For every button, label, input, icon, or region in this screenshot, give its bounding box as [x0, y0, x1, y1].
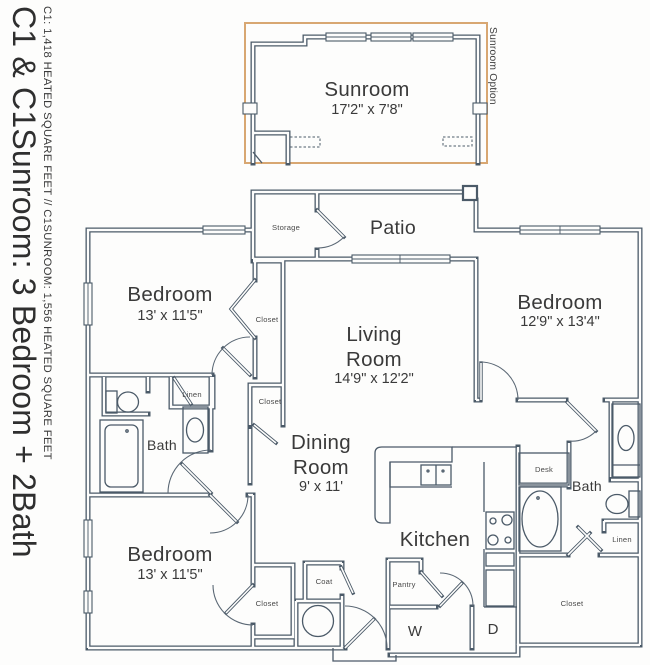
closet-hall-upper-label: Closet: [256, 315, 279, 324]
kitchen-cabinet: [485, 552, 515, 567]
desk-fixture: [518, 452, 570, 486]
water-heater-fixture: [301, 604, 335, 638]
closet-bedroom3-label: Closet: [256, 599, 279, 608]
door-arcs: [167, 236, 597, 649]
dining-room-label-line2: Room: [293, 456, 349, 479]
plan-title: C1 & C1Sunroom: 3 Bedroom + 2Bath: [6, 6, 42, 558]
patio-column: [461, 184, 479, 202]
sink-right-fixture: [611, 403, 641, 478]
closet-bedroom2-label: Closet: [561, 599, 584, 608]
fixtures: [99, 136, 641, 662]
sunroom-option-label: Sunroom Option: [487, 27, 498, 105]
pantry-label: Pantry: [392, 580, 415, 589]
coat-label: Coat: [316, 577, 334, 586]
kitchen-counter-lines: [389, 446, 517, 608]
living-room-label-line2: Room: [346, 348, 402, 371]
patio-label: Patio: [370, 217, 416, 239]
bedroom-1-dims-label: 13' x 11'5": [137, 308, 202, 324]
sunroom-option-outline: [244, 22, 488, 164]
bath-left-label: Bath: [147, 437, 177, 453]
bedroom-1-name-label: Bedroom: [127, 283, 212, 306]
sunroom-dashed-opening: [289, 136, 321, 148]
toilet-left-fixture: [105, 390, 140, 414]
linen-left-label: Linen: [182, 390, 202, 399]
closet-hall-lower-label: Closet: [259, 397, 282, 406]
living-room-label-line1: Living: [346, 323, 401, 346]
plan-subtitle: C1: 1,418 HEATED SQUARE FEET // C1SUNROO…: [41, 6, 53, 460]
kitchen-bar-counter: [374, 446, 453, 524]
bedroom-2-name-label: Bedroom: [517, 291, 602, 314]
sunroom-dims-label: 17'2" x 7'8": [331, 102, 402, 118]
kitchen-cabinet: [485, 569, 515, 607]
sunroom-dashed-opening: [442, 136, 473, 147]
dining-room-dims-label: 9' x 11': [299, 479, 343, 495]
sunroom-name-label: Sunroom: [324, 78, 409, 101]
linen-right-label: Linen: [612, 535, 632, 544]
living-room-dims-label: 14'9" x 12'2": [334, 371, 414, 387]
desk-label: Desk: [535, 465, 553, 474]
washer-label: W: [408, 623, 423, 640]
window-stub: [242, 102, 258, 115]
window-stub: [472, 102, 488, 115]
bedroom-3-name-label: Bedroom: [127, 543, 212, 566]
windows: [83, 32, 601, 614]
entry-landing: [332, 648, 397, 662]
kitchen-label: Kitchen: [400, 528, 470, 551]
sunroom-corner-line: [252, 151, 263, 164]
bathtub-right-fixture: [518, 486, 562, 552]
kitchen-sink-fixture: [420, 464, 452, 486]
bath-right-label: Bath: [572, 478, 602, 494]
storage-label: Storage: [272, 223, 300, 232]
stove-fixture: [485, 511, 515, 550]
toilet-right-fixture: [605, 490, 641, 518]
dryer-label: D: [488, 621, 499, 638]
bedroom-2-dims-label: 12'9" x 13'4": [520, 314, 600, 330]
door-leaves: [171, 207, 604, 651]
bathtub-left-fixture: [99, 419, 144, 493]
sink-left-fixture: [182, 406, 209, 454]
bedroom-3-dims-label: 13' x 11'5": [137, 567, 202, 583]
dining-room-label-line1: Dining: [291, 431, 351, 454]
